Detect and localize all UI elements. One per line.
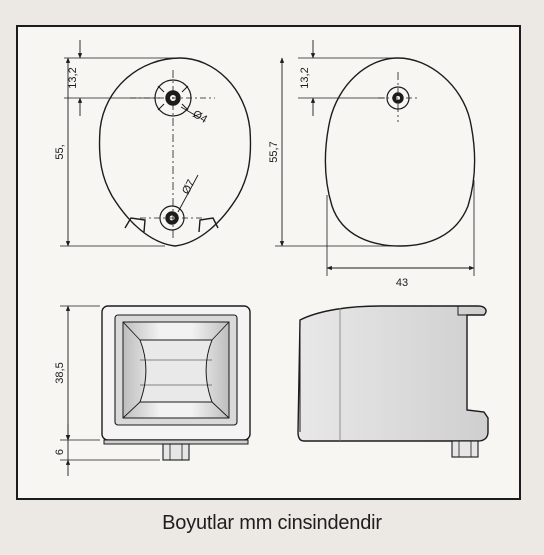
- side-housing-outline: [297, 305, 489, 442]
- front-view: [60, 40, 252, 247]
- dim-width: 43: [396, 277, 408, 289]
- left-notch: [124, 217, 146, 233]
- lens-prism: [139, 339, 213, 403]
- front-housing-outline: [98, 57, 252, 247]
- dim-lens-height: 38,5: [54, 362, 66, 383]
- caption: Boyutlar mm cinsindendir: [162, 512, 382, 534]
- side-view: [297, 305, 489, 458]
- lens-base: [103, 439, 249, 445]
- back-view: [275, 40, 476, 276]
- right-notch: [198, 217, 219, 233]
- side-mount-stud: [451, 440, 479, 458]
- dim-front-height: 55,: [54, 144, 66, 159]
- lens-view: [101, 305, 251, 461]
- dim-back-hole-offset: 13,2: [299, 67, 311, 88]
- dim-base-height: 6: [54, 449, 66, 455]
- lens-mount-stud: [162, 443, 190, 461]
- dim-front-hole-offset: 13,2: [67, 67, 79, 88]
- back-housing-outline: [324, 57, 476, 247]
- dim-back-height: 55,7: [268, 141, 280, 162]
